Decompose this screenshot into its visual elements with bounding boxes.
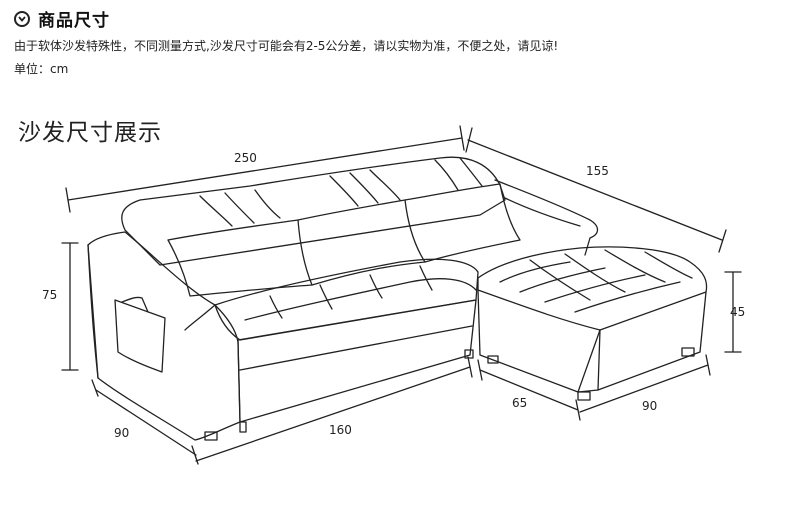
dim-arm-depth: 90 [114,426,129,440]
sofa-outline [87,156,708,441]
size-disclaimer: 由于软体沙发特殊性，不同测量方式,沙发尺寸可能会有2-5公分差，请以实物为准，不… [14,39,559,53]
section-title: 商品尺寸 [38,11,110,31]
dim-ottoman-depth: 90 [642,399,657,413]
dim-ottoman-width: 65 [512,396,527,410]
dim-total-width: 250 [234,151,257,165]
dimension-lines [61,125,742,465]
display-title: 沙发尺寸展示 [18,120,162,146]
section-header: 商品尺寸 [14,6,110,31]
dim-chaise-depth: 155 [586,164,609,178]
unit-label: 单位：cm [14,62,69,76]
chevron-down-circle-icon [14,10,30,27]
dim-height: 75 [42,288,57,302]
dim-seat-width: 160 [329,423,352,437]
dim-ottoman-height: 45 [730,305,745,319]
